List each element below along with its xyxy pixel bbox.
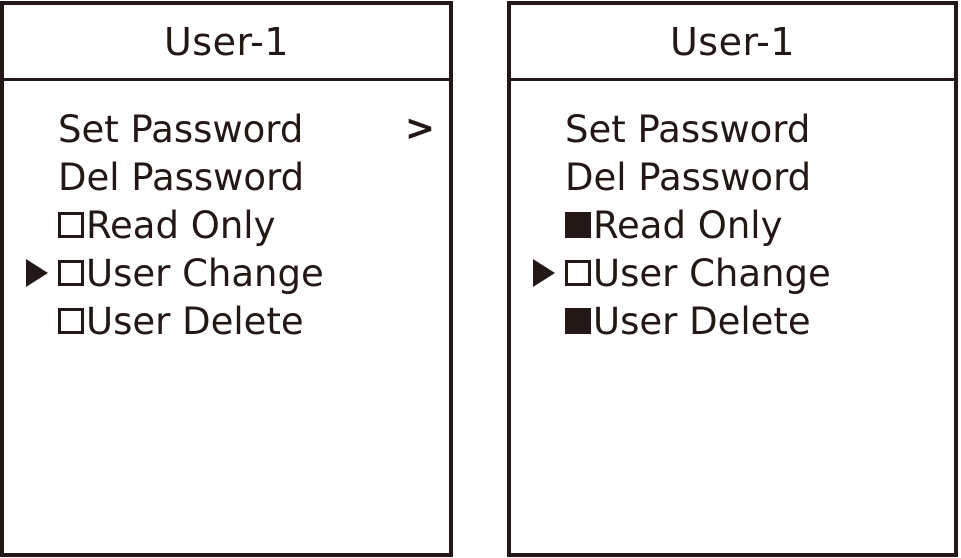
- pointer-slot: [26, 163, 58, 191]
- menu-item-label: Set Password: [565, 107, 811, 151]
- page-title: User-1: [163, 19, 290, 64]
- checkbox-user-delete[interactable]: [565, 308, 591, 334]
- menu-item-user-change[interactable]: User Change: [511, 249, 954, 297]
- pointer-slot: [26, 307, 58, 335]
- pointer-slot: [26, 115, 58, 143]
- panel-header-left: User-1: [4, 5, 449, 81]
- pointer-slot: [26, 259, 58, 287]
- checkbox-user-change[interactable]: [565, 260, 591, 286]
- pointer-slot: [533, 259, 565, 287]
- menu-item-read-only[interactable]: Read Only: [511, 201, 954, 249]
- pointer-slot: [533, 163, 565, 191]
- checkbox-user-change[interactable]: [58, 260, 84, 286]
- submenu-chevron-icon[interactable]: >: [404, 108, 435, 149]
- menu-item-label: Read Only: [86, 203, 276, 247]
- checkbox-read-only[interactable]: [58, 212, 84, 238]
- menu-item-label: User Change: [593, 251, 831, 295]
- menu-item-label: User Delete: [593, 299, 811, 343]
- menu-item-user-delete[interactable]: User Delete: [4, 297, 449, 345]
- selection-triangle-icon: [533, 259, 555, 287]
- menu-item-user-change[interactable]: User Change: [4, 249, 449, 297]
- menu-item-set-password[interactable]: Set Password >: [4, 105, 449, 153]
- menu-list-left: Set Password > Del Password Read Only: [4, 81, 449, 345]
- menu-item-label: Del Password: [565, 155, 812, 199]
- menu-item-del-password[interactable]: Del Password: [4, 153, 449, 201]
- device-screen-left: User-1 Set Password > Del Password: [0, 1, 453, 557]
- menu-item-label: Read Only: [593, 203, 783, 247]
- selection-triangle-icon: [26, 259, 48, 287]
- checkbox-read-only[interactable]: [565, 212, 591, 238]
- menu-item-label: Set Password: [58, 107, 304, 151]
- menu-item-label: User Change: [86, 251, 324, 295]
- panel-header-right: User-1: [511, 5, 954, 81]
- menu-item-del-password[interactable]: Del Password: [511, 153, 954, 201]
- menu-item-label: Del Password: [58, 155, 305, 199]
- menu-item-read-only[interactable]: Read Only: [4, 201, 449, 249]
- page-title: User-1: [669, 19, 796, 64]
- pointer-slot: [533, 115, 565, 143]
- pointer-slot: [533, 307, 565, 335]
- menu-item-label: User Delete: [86, 299, 304, 343]
- menu-list-right: Set Password Del Password Read Only: [511, 81, 954, 345]
- pointer-slot: [26, 211, 58, 239]
- checkbox-user-delete[interactable]: [58, 308, 84, 334]
- device-screen-right: User-1 Set Password Del Password: [507, 1, 958, 557]
- menu-item-user-delete[interactable]: User Delete: [511, 297, 954, 345]
- menu-item-set-password[interactable]: Set Password: [511, 105, 954, 153]
- pointer-slot: [533, 211, 565, 239]
